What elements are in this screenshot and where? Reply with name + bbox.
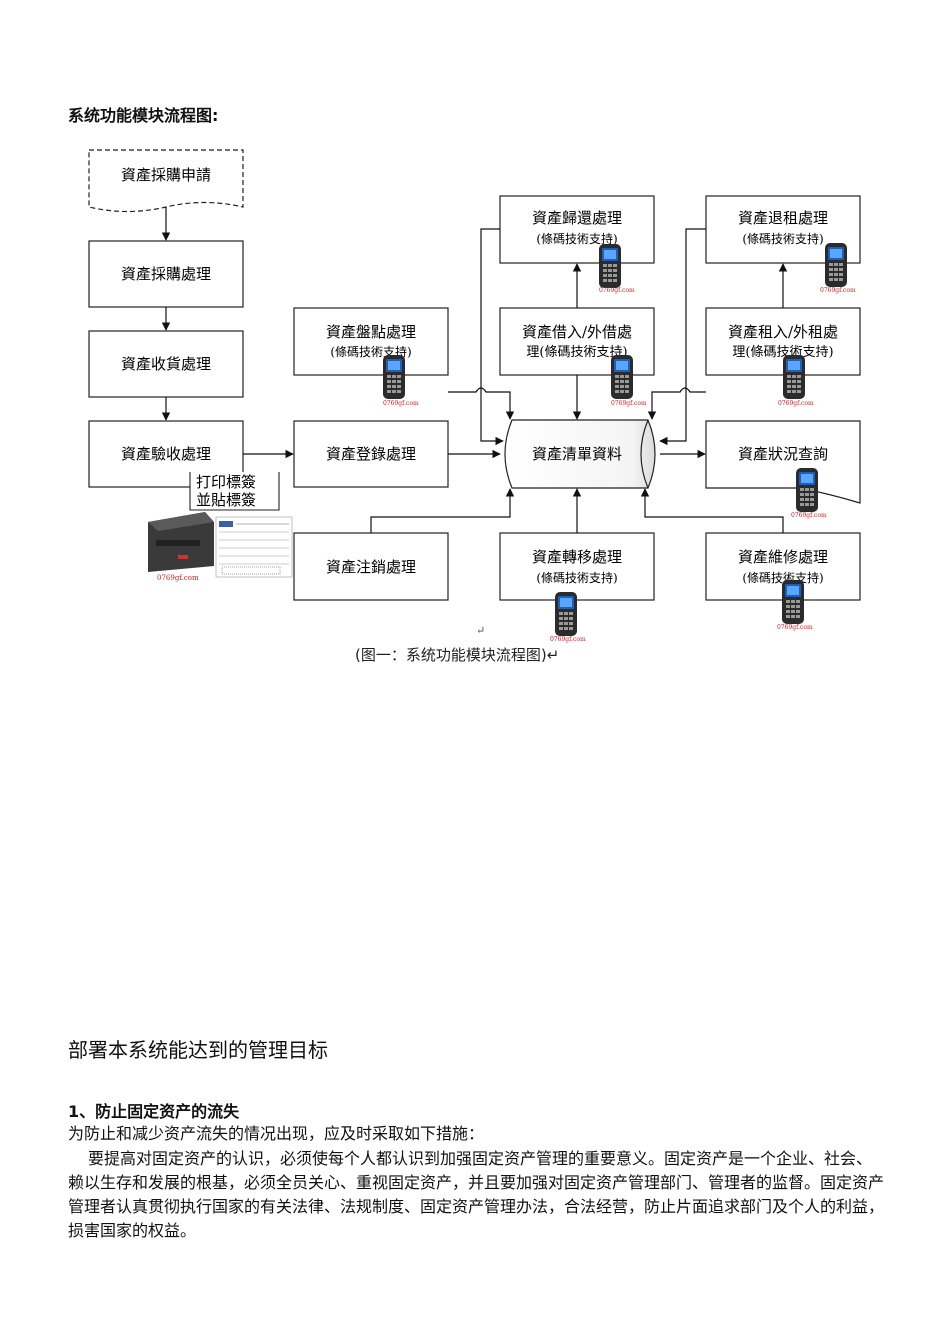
scanner-icon: [383, 355, 405, 399]
return-box: [499, 195, 655, 264]
return-label-line1: 資產歸還處理: [532, 209, 622, 227]
scanner-icon: [599, 244, 621, 288]
section-title: 部署本系统能达到的管理目标: [68, 1038, 328, 1062]
inventory-box: [293, 307, 449, 376]
barcode-label-image: [215, 516, 293, 578]
borrow-label-line2: 理(條碼技術支持): [526, 345, 627, 360]
purchase-label: 資產採購處理: [121, 265, 211, 283]
return-mark: ↵: [476, 624, 486, 637]
asset-list-datastore: [504, 419, 656, 489]
purchase-box: [88, 240, 244, 308]
borrow-label-line1: 資產借入/外借處: [522, 323, 632, 341]
rent-return-label-line2: (條碼技術支持): [742, 231, 823, 246]
status-query-label: 資產狀況查詢: [738, 445, 828, 463]
return-label-line2: (條碼技術支持): [536, 231, 617, 246]
print-label-callout: [189, 472, 280, 511]
transfer-box: [499, 532, 655, 601]
scanner-brand: 0769gf.com: [383, 400, 419, 407]
scanner-icon: [611, 355, 633, 399]
figure-caption: (图一：系统功能模块流程图)↵: [355, 646, 560, 664]
scanner-brand: 0769gf.com: [611, 400, 647, 407]
scanner-icon: [796, 468, 818, 512]
rent-return-label-line1: 資產退租處理: [738, 209, 828, 227]
subsection-title: 1、防止固定资产的流失: [68, 1102, 240, 1121]
rent-label-line1: 資產租入/外租處: [728, 323, 838, 341]
purchase-request-label: 資產採購申請: [121, 166, 211, 184]
scanner-icon: [783, 355, 805, 399]
arrow-inventory-list: [448, 387, 515, 420]
printer-brand-label: 0769gf.com: [157, 574, 199, 582]
system-flowchart: 資產採購申請 資產採購處理 資產收貨處理 資產驗收處理 打印標簽 並貼標簽 07…: [88, 149, 861, 643]
registration-box: [293, 420, 449, 488]
arrow-return-list: [480, 228, 504, 446]
receiving-label: 資產收貨處理: [121, 355, 211, 373]
inspection-label: 資產驗收處理: [121, 445, 211, 463]
label-printer-image: [148, 512, 214, 572]
arrow-maintenance-list: [640, 488, 784, 533]
arrow-cancel-list: [370, 488, 515, 533]
scanner-brand: 0769gf.com: [791, 512, 827, 519]
paragraph-body: 要提高对固定资产的认识，必须使每个人都认识到加强固定资产管理的重要意义。固定资产…: [68, 1149, 885, 1240]
cancel-label: 資產注銷處理: [326, 558, 416, 576]
registration-label: 資產登錄處理: [326, 445, 416, 463]
scanner-brand: 0769gf.com: [777, 624, 813, 631]
transfer-label-line1: 資產轉移處理: [532, 548, 622, 566]
scanner-brand: 0769gf.com: [599, 287, 635, 294]
arrow-rent-list: [647, 387, 706, 420]
arrow-rent-return-list: [659, 228, 706, 446]
purchase-request-box: [88, 149, 244, 213]
rent-label-line2: 理(條碼技術支持): [732, 345, 833, 360]
scanner-brand: 0769gf.com: [778, 400, 814, 407]
scanner-brand: 0769gf.com: [820, 287, 856, 294]
scanner-brand: 0769gf.com: [550, 636, 586, 643]
flowchart-heading: 系统功能模块流程图:: [68, 106, 219, 125]
maintenance-label-line2: (條碼技術支持): [742, 570, 823, 585]
scanner-icon: [825, 243, 847, 287]
asset-list-label: 資產清單資料: [532, 445, 622, 463]
transfer-label-line2: (條碼技術支持): [536, 570, 617, 585]
scanner-icon: [555, 592, 577, 636]
scanner-icon: [782, 580, 804, 624]
print-label-line2: 並貼標簽: [196, 491, 256, 509]
print-label-line1: 打印標簽: [196, 473, 256, 491]
paragraph-intro: 为防止和减少资产流失的情况出现，应及时采取如下措施：: [68, 1124, 485, 1143]
inventory-label-line1: 資產盤點處理: [326, 323, 416, 341]
maintenance-label-line1: 資產維修處理: [738, 548, 828, 566]
